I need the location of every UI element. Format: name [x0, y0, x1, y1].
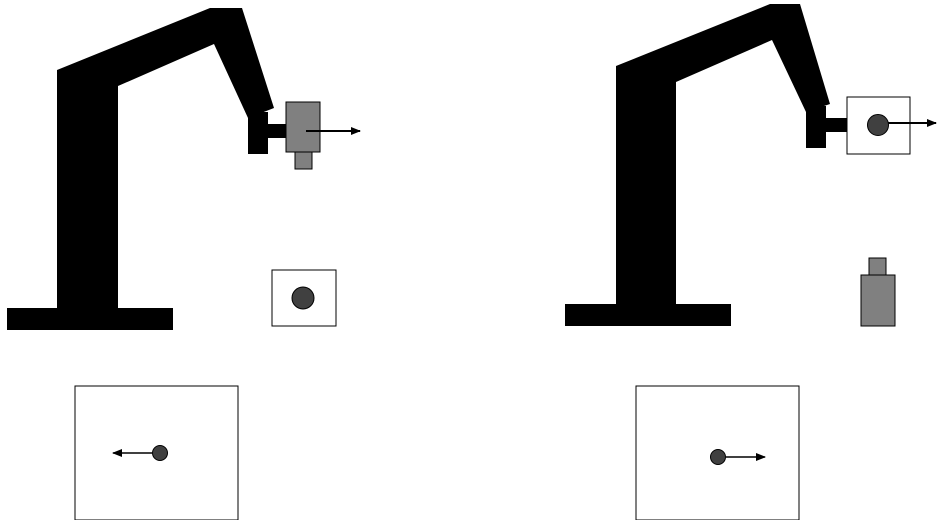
- camera-body: [286, 102, 320, 152]
- left-robot-base: [7, 308, 173, 330]
- right-robot-base: [565, 304, 731, 326]
- left-robot-body: [57, 8, 274, 308]
- camera-lens: [295, 152, 312, 169]
- view-target-dot: [711, 450, 726, 465]
- target-dot: [868, 115, 889, 136]
- camera-lens: [869, 258, 886, 275]
- target-dot: [292, 287, 314, 309]
- left-robot-arm-icon: [7, 8, 288, 330]
- right-mounted-target-marker-icon: [847, 97, 936, 154]
- left-scene: [7, 8, 360, 520]
- right-robot-wrist: [806, 106, 826, 148]
- right-robot-arm-icon: [565, 4, 848, 326]
- right-scene: [565, 4, 936, 520]
- right-robot-gripper: [824, 118, 848, 132]
- camera-body: [861, 275, 895, 326]
- right-robot-body: [616, 4, 830, 304]
- view-target-dot: [153, 446, 168, 461]
- left-camera-view-frame: [75, 386, 238, 520]
- left-robot-gripper: [266, 124, 288, 138]
- left-mounted-camera-icon: [286, 102, 360, 169]
- left-floor-target-marker-icon: [272, 270, 336, 326]
- right-floor-camera-icon: [861, 258, 895, 326]
- right-camera-view-frame: [636, 386, 799, 520]
- left-robot-wrist: [248, 112, 268, 154]
